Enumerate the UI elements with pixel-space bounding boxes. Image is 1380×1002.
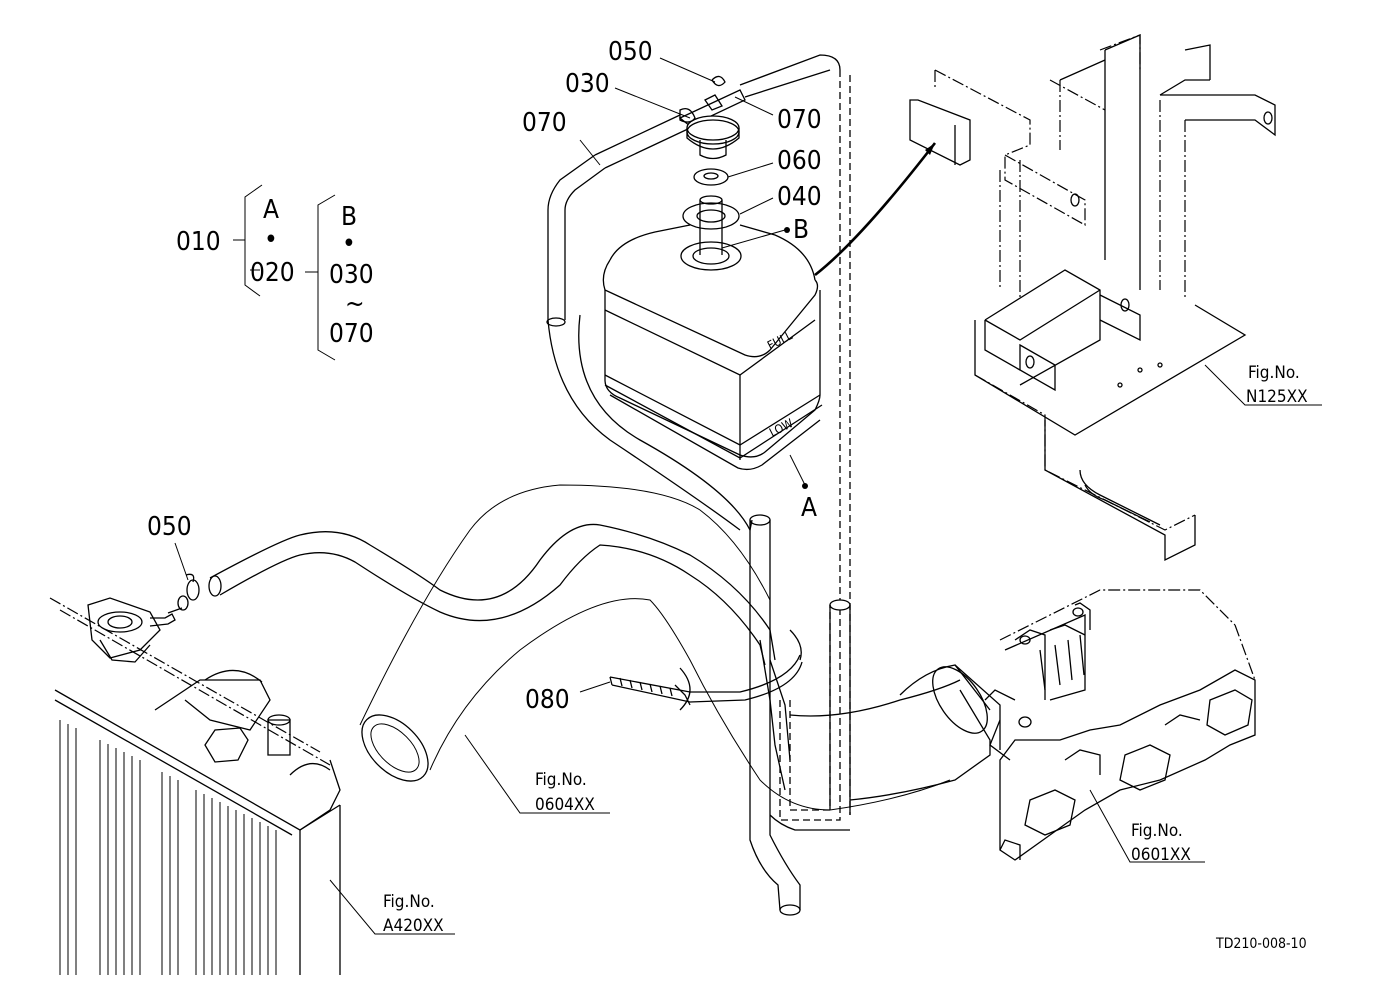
part-label-080: 080 xyxy=(525,685,570,715)
fig-ref-a420-title: Fig.No. xyxy=(383,892,435,912)
bracket-tilde: ~ xyxy=(345,289,365,319)
part-label-040: 040 xyxy=(777,182,822,212)
intake-pipe-drawing xyxy=(359,484,1001,811)
hose-clip-drawing xyxy=(167,573,200,614)
overflow-hose-drawing xyxy=(208,54,851,916)
fig-ref-0604-title: Fig.No. xyxy=(535,770,587,790)
bracket-label-030: 030 xyxy=(329,260,374,290)
figure-references: Fig.No. N125XX Fig.No. 0604XX Fig.No. 06… xyxy=(383,363,1308,936)
radiator-drawing xyxy=(49,597,341,975)
tank-full-mark: FULL xyxy=(765,328,795,352)
part-label-070-left: 070 xyxy=(522,108,567,138)
assembly-bracket-note: 010 A • 020 B • 030 ~ 070 xyxy=(176,195,374,349)
leader-lines xyxy=(174,57,1322,935)
hose-clamp-drawing xyxy=(609,629,803,711)
fig-ref-n125-code: N125XX xyxy=(1246,387,1308,407)
tank-low-mark: LOW xyxy=(767,416,796,440)
bracket-dot-b: • xyxy=(342,229,356,259)
bracket-label-020: 020 xyxy=(250,258,295,288)
tee-and-cap-drawing xyxy=(678,75,746,160)
mounting-bracket-drawing xyxy=(909,34,1276,562)
part-label-060: 060 xyxy=(777,146,822,176)
part-labels: 050 030 070 070 060 040 B A 050 080 xyxy=(147,37,822,715)
bracket-label-010: 010 xyxy=(176,227,221,257)
fig-ref-0604-code: 0604XX xyxy=(535,795,595,815)
bracket-dot-a: • xyxy=(264,225,278,255)
part-label-070-right: 070 xyxy=(777,105,822,135)
point-label-a: A xyxy=(801,493,817,523)
reservoir-tank-drawing: FULL LOW xyxy=(602,168,823,471)
point-label-b: B xyxy=(793,215,809,245)
fig-ref-0601-title: Fig.No. xyxy=(1131,821,1183,841)
part-label-050-left: 050 xyxy=(147,512,192,542)
part-label-050-top: 050 xyxy=(608,37,653,67)
bracket-label-070: 070 xyxy=(329,319,374,349)
drawing-id: TD210-008-10 xyxy=(1215,936,1307,952)
exhaust-manifold-drawing xyxy=(984,589,1256,861)
fig-ref-n125-title: Fig.No. xyxy=(1248,363,1300,383)
fig-ref-0601-code: 0601XX xyxy=(1131,845,1191,865)
part-label-030: 030 xyxy=(565,69,610,99)
bracket-label-b: B xyxy=(341,202,357,232)
bracket-label-a: A xyxy=(263,195,279,225)
fig-ref-a420-code: A420XX xyxy=(383,916,444,936)
